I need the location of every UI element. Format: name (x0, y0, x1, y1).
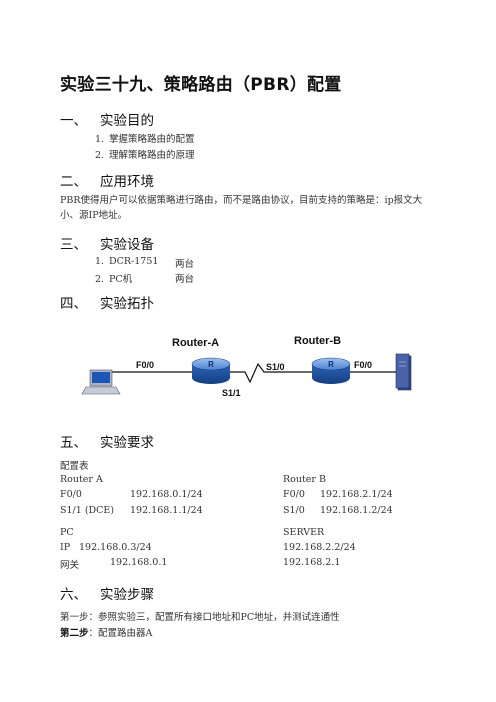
section-label: 实验拓扑 (100, 296, 154, 312)
section-heading-devices: 三、实验设备 (60, 233, 154, 253)
section-number: 四、 (60, 296, 87, 312)
router-a-config-title: Router A (60, 474, 103, 485)
section-heading-topology: 四、实验拓扑 (60, 292, 154, 312)
pc-gateway-value: 192.168.0.1 (110, 557, 168, 568)
goal-item: 2. 理解策略路由的原理 (95, 147, 195, 161)
section-heading-goals: 一、实验目的 (60, 109, 154, 129)
device-item: 1. DCR-1751 两台 (95, 256, 194, 270)
section-number: 五、 (60, 435, 87, 451)
goal-item: 1. 掌握策略路由的配置 (95, 131, 195, 145)
router-b-config-title: Router B (283, 474, 326, 485)
section-label: 实验步骤 (100, 587, 154, 603)
server-ip-value: 192.168.2.2/24 (283, 542, 356, 553)
config-table-heading: 配置表 (60, 461, 89, 472)
router-b-label: Router-B (294, 335, 341, 347)
section-number: 三、 (60, 237, 87, 253)
router-b-s10-label: S1/0 (266, 362, 285, 372)
pc-gateway-label: 网关 (60, 560, 80, 571)
router-b-iface: F0/0 (283, 489, 305, 500)
step-1: 第一步：参照实验三，配置所有接口地址和PC地址，并测试连通性 (60, 612, 340, 623)
list-number: 2. (95, 150, 105, 161)
list-number: 1. (95, 134, 105, 145)
section-heading-requirements: 五、实验要求 (60, 431, 154, 451)
server-icon (395, 353, 412, 391)
section-number: 一、 (60, 113, 87, 129)
server-config-title: SERVER (283, 527, 325, 538)
router-b-iface-ip: 192.168.1.2/24 (320, 505, 393, 516)
section-label: 实验要求 (100, 435, 154, 451)
list-number: 2. (95, 274, 105, 285)
router-a-iface-ip: 192.168.0.1/24 (130, 489, 203, 500)
device-name: DCR-1751 (109, 256, 159, 267)
section-heading-environment: 二、应用环境 (60, 170, 154, 190)
pc-config-title: PC (60, 527, 74, 538)
device-item: 2. PC机 两台 (95, 271, 194, 285)
step-2: 第二步：配置路由器A (60, 625, 152, 639)
router-a-iface-ip: 192.168.1.1/24 (130, 505, 203, 516)
router-a-icon: R (191, 357, 231, 384)
router-b-glyph: R (328, 360, 334, 369)
section-number: 六、 (60, 587, 87, 603)
device-quantity: 两台 (175, 259, 195, 270)
list-text: 掌握策略路由的配置 (109, 134, 195, 145)
pc-icon (81, 369, 121, 395)
topology-diagram: R R Router-A Router-B F0/0 S1/1 S1/0 F0/… (81, 335, 412, 398)
step-2-label: 第二步 (60, 628, 89, 639)
section-label: 实验目的 (100, 113, 154, 129)
section-label: 应用环境 (100, 174, 154, 190)
router-b-iface-ip: 192.168.2.1/24 (320, 489, 393, 500)
environment-paragraph: PBR使得用户可以依据策略进行路由，而不是路由协议，目前支持的策略是：ip报文大… (60, 195, 423, 221)
router-a-iface: F0/0 (60, 489, 82, 500)
router-a-s11-label: S1/1 (222, 388, 241, 398)
server-gateway-value: 192.168.2.1 (283, 557, 341, 568)
router-a-f00-label: F0/0 (136, 360, 154, 370)
router-b-icon: R (311, 357, 351, 384)
router-a-iface: S1/1 (DCE) (60, 505, 115, 516)
router-b-f00-label: F0/0 (354, 360, 372, 370)
page-title: 实验三十九、策略路由（PBR）配置 (60, 75, 342, 95)
section-label: 实验设备 (100, 237, 154, 253)
link-serial (230, 362, 312, 384)
step-2-text: ：配置路由器A (88, 628, 153, 639)
list-text: 理解策略路由的原理 (109, 150, 195, 161)
pc-ip-value: 192.168.0.3/24 (79, 542, 152, 553)
list-number: 1. (95, 256, 105, 267)
pc-ip-label: IP (60, 542, 71, 553)
device-quantity: 两台 (175, 274, 195, 285)
section-number: 二、 (60, 174, 87, 190)
router-a-glyph: R (208, 360, 214, 369)
device-name: PC机 (109, 274, 133, 285)
section-heading-steps: 六、实验步骤 (60, 583, 154, 603)
router-b-iface: S1/0 (283, 505, 305, 516)
router-a-label: Router-A (172, 337, 219, 349)
